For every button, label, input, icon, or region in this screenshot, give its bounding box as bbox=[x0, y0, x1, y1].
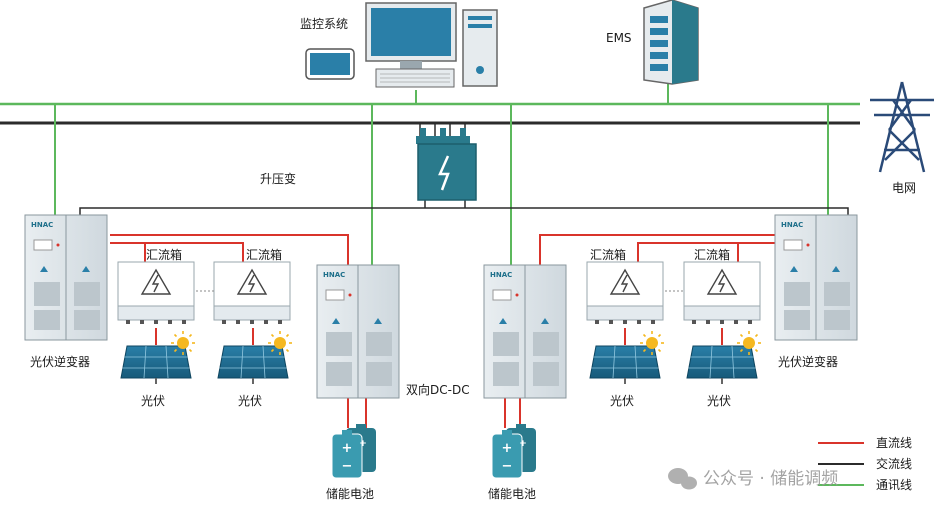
pv-array-4: 光伏 bbox=[686, 330, 762, 408]
grid: 电网 bbox=[870, 81, 934, 195]
combiner-3-label: 汇流箱 bbox=[590, 247, 626, 262]
storage-battery-right: 储能电池 bbox=[488, 423, 537, 501]
wechat-icon bbox=[668, 468, 697, 490]
combiner-box-4: 汇流箱 bbox=[683, 247, 761, 325]
combiner-box-2: 汇流箱 bbox=[213, 247, 291, 325]
combiner-box-1: 汇流箱 bbox=[117, 247, 195, 325]
pv-inverter-right: HNAC 光伏逆变器 bbox=[774, 214, 858, 369]
ems: EMS bbox=[606, 0, 699, 85]
monitoring-system: 监控系统 bbox=[300, 2, 498, 88]
pv-1-label: 光伏 bbox=[141, 394, 165, 408]
battery-icon bbox=[331, 423, 377, 479]
legend: 直流线 交流线 通讯线 bbox=[818, 436, 912, 492]
transformer: 升压变 bbox=[260, 128, 477, 201]
pv-2-label: 光伏 bbox=[238, 394, 262, 408]
dcdc-brand-logo: HNAC bbox=[323, 271, 345, 279]
storage-battery-left: 储能电池 bbox=[326, 423, 377, 501]
dcdc-brand-logo: HNAC bbox=[490, 271, 512, 279]
computer-tower-icon bbox=[462, 9, 498, 87]
grid-label: 电网 bbox=[892, 181, 916, 195]
pv-array-1: 光伏 bbox=[120, 330, 196, 408]
dcdc-label: 双向DC-DC bbox=[406, 382, 470, 397]
pv-inverter-left-label: 光伏逆变器 bbox=[30, 354, 90, 369]
combiner-box-3: 汇流箱 bbox=[586, 247, 664, 325]
transmission-tower-icon bbox=[870, 81, 934, 173]
pv-array-2: 光伏 bbox=[217, 330, 293, 408]
solar-panel-icon bbox=[120, 345, 192, 385]
dc-lines bbox=[110, 234, 777, 428]
battery-icon bbox=[491, 423, 537, 479]
ac-lines bbox=[79, 123, 849, 215]
lightning-icon bbox=[438, 155, 450, 191]
monitor-label: 监控系统 bbox=[300, 17, 348, 31]
solar-panel-icon bbox=[686, 345, 758, 385]
solar-panel-icon bbox=[589, 345, 661, 385]
storage-right-label: 储能电池 bbox=[488, 486, 536, 501]
combiner-1-label: 汇流箱 bbox=[146, 247, 182, 262]
inverter-brand-logo: HNAC bbox=[781, 221, 803, 229]
pv-inverter-left: HNAC 光伏逆变器 bbox=[24, 214, 108, 369]
dcdc-converter-left: HNAC bbox=[316, 264, 400, 399]
dcdc-converter-right: HNAC bbox=[483, 264, 567, 399]
legend-ac-label: 交流线 bbox=[876, 456, 912, 471]
combiner-4-label: 汇流箱 bbox=[694, 247, 730, 262]
communication-lines bbox=[54, 80, 829, 267]
legend-dc-label: 直流线 bbox=[876, 436, 912, 450]
transformer-label: 升压变 bbox=[260, 171, 296, 186]
combiner-2-label: 汇流箱 bbox=[246, 247, 282, 262]
pv-3-label: 光伏 bbox=[610, 394, 634, 408]
watermark: 公众号 · 储能调频 bbox=[668, 468, 838, 490]
pv-4-label: 光伏 bbox=[707, 394, 731, 408]
pv-array-3: 光伏 bbox=[589, 330, 665, 408]
pv-inverter-right-label: 光伏逆变器 bbox=[778, 354, 838, 369]
legend-comm-label: 通讯线 bbox=[876, 478, 912, 492]
storage-left-label: 储能电池 bbox=[326, 486, 374, 501]
solar-panel-icon bbox=[217, 345, 289, 385]
ems-label: EMS bbox=[606, 31, 632, 45]
inverter-brand-logo: HNAC bbox=[31, 221, 53, 229]
watermark-text: 公众号 · 储能调频 bbox=[703, 469, 838, 489]
